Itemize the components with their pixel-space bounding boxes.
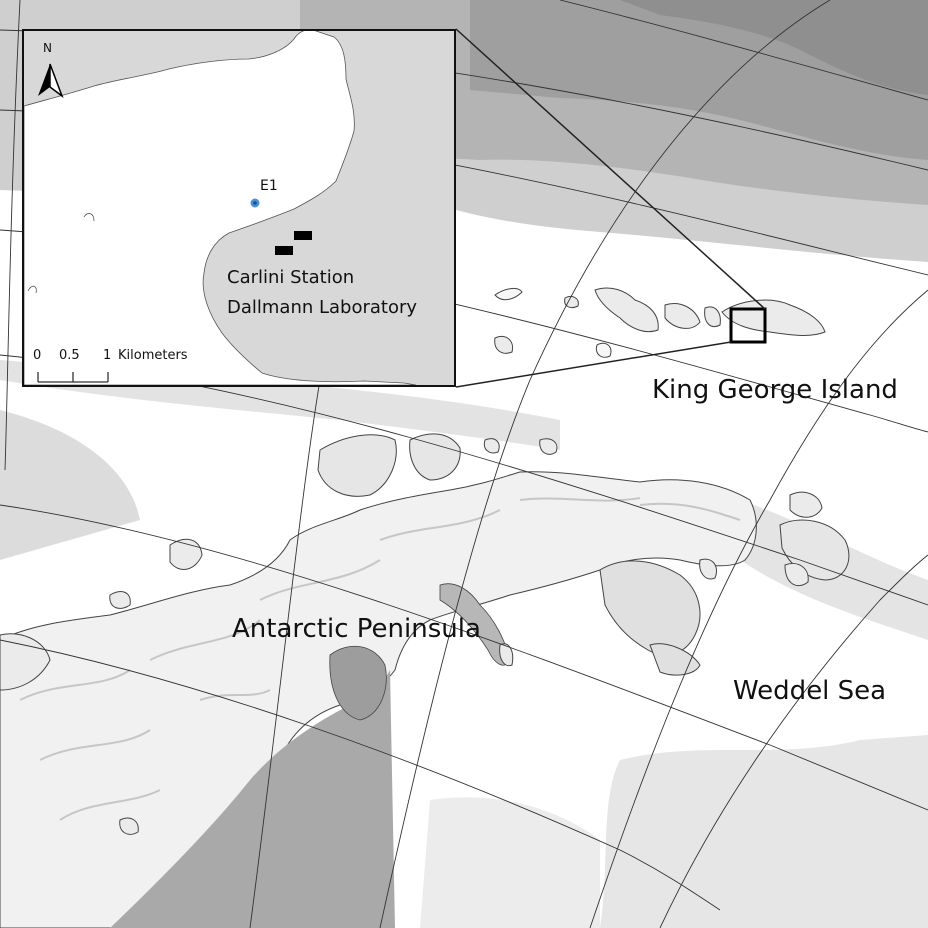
station-label-line2: Dallmann Laboratory [227, 297, 418, 318]
scale-unit: Kilometers [118, 348, 188, 363]
label-antarctic-peninsula: Antarctic Peninsula [232, 614, 481, 644]
station-label-line1: Carlini Station [227, 267, 355, 288]
north-label: N [43, 41, 52, 55]
label-king-george-island: King George Island [652, 375, 898, 405]
north-arrow-icon [38, 63, 64, 99]
scale-tick-half: 0.5 [59, 348, 80, 363]
scale-tick-0: 0 [33, 348, 42, 363]
inset-map: N E1 Carlini Station Dallmann Laboratory… [22, 29, 456, 387]
inset-base [24, 31, 454, 385]
scale-bar [37, 372, 109, 383]
label-weddel-sea: Weddel Sea [733, 676, 887, 706]
scale-tick-1: 1 [103, 348, 112, 363]
site-label-e1: E1 [260, 178, 278, 194]
